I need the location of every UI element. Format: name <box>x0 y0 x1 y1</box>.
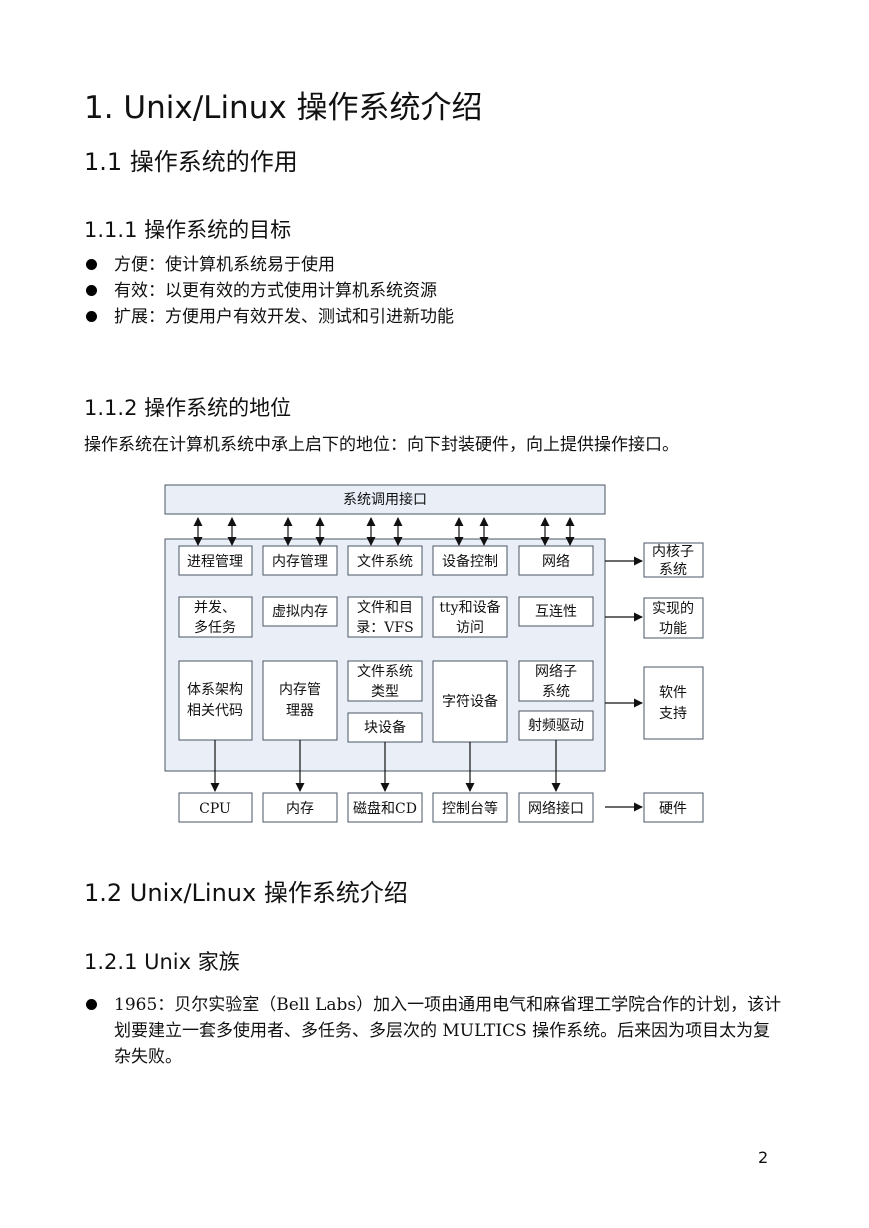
chapter-title: 1. Unix/Linux 操作系统介绍 <box>84 90 483 126</box>
label-virtual-memory: 虚拟内存 <box>272 604 328 620</box>
label-concurrency-2: 多任务 <box>194 619 236 636</box>
label-concurrency-1: 并发、 <box>194 600 236 616</box>
section-title-1-2: 1.2 Unix/Linux 操作系统介绍 <box>84 879 408 907</box>
label-block-device: 块设备 <box>364 719 406 736</box>
label-vfs-2: 录：VFS <box>356 620 413 636</box>
label-device-control: 设备控制 <box>442 553 498 570</box>
label-fs-types-1: 文件系统 <box>357 664 413 680</box>
label-net-subsystem-1: 网络子 <box>535 664 577 680</box>
box-virtual-memory <box>262 596 338 627</box>
label-console: 控制台等 <box>442 800 498 817</box>
subsection-title-1-2-1: 1.2.1 Unix 家族 <box>84 950 240 974</box>
syscall-arrows <box>193 517 575 546</box>
label-tty-2: 访问 <box>456 620 484 636</box>
box-memory-manager <box>262 660 338 741</box>
bullet-icon <box>86 285 97 296</box>
label-hardware: 硬件 <box>659 801 687 817</box>
box-connectivity <box>518 596 594 627</box>
box-console <box>432 792 508 823</box>
kernel-architecture-diagram: 系统调用接口 进程管理 内存管理 文件系统 设备控制 网络 并发、 多任务 虚拟… <box>164 484 704 823</box>
hardware-arrows <box>210 740 561 792</box>
label-char-device: 字符设备 <box>442 693 498 710</box>
subsection-title-1-1-1: 1.1.1 操作系统的目标 <box>84 218 292 242</box>
list-item: 有效：以更有效的方式使用计算机系统资源 <box>84 278 454 304</box>
subsection-title-1-1-2: 1.1.2 操作系统的地位 <box>84 396 292 420</box>
label-net-subsystem-2: 系统 <box>542 684 570 700</box>
label-software-support-2: 支持 <box>659 706 687 722</box>
label-arch-code-2: 相关代码 <box>187 703 243 719</box>
label-memory: 内存 <box>286 801 314 817</box>
label-kernel-subsystem-2: 系统 <box>659 562 687 578</box>
label-disk-cd: 磁盘和CD <box>353 800 417 817</box>
box-network <box>518 545 594 576</box>
box-implemented-function <box>643 597 704 639</box>
box-kernel-subsystem <box>643 542 704 578</box>
box-arch-code <box>178 660 253 741</box>
label-memory-manager-2: 理器 <box>286 703 314 719</box>
label-software-support-1: 软件 <box>659 685 687 701</box>
label-vfs-1: 文件和目 <box>357 600 413 616</box>
label-kernel-subsystem-1: 内核子 <box>652 544 694 560</box>
box-net-subsystem <box>518 660 594 702</box>
label-fs-types-2: 类型 <box>371 684 399 700</box>
label-tty-1: tty和设备 <box>439 599 500 616</box>
label-memory-manager-1: 内存管 <box>279 682 321 698</box>
list-item: 方便：使计算机系统易于使用 <box>84 252 454 278</box>
status-paragraph: 操作系统在计算机系统中承上启下的地位：向下封装硬件，向上提供操作接口。 <box>84 435 679 455</box>
box-file-system <box>347 545 423 576</box>
section-title-1-1: 1.1 操作系统的作用 <box>84 148 298 176</box>
syscall-interface-label: 系统调用接口 <box>343 491 427 508</box>
box-fs-types <box>347 660 423 702</box>
box-network-interface <box>518 792 594 823</box>
box-block-device <box>347 712 423 743</box>
box-process-management <box>178 545 253 576</box>
syscall-interface-bar <box>164 484 606 515</box>
goals-list: 方便：使计算机系统易于使用 有效：以更有效的方式使用计算机系统资源 扩展：方便用… <box>84 252 454 330</box>
box-concurrency <box>178 596 253 638</box>
label-rf-driver: 射频驱动 <box>528 718 584 734</box>
label-memory-management: 内存管理 <box>272 554 328 570</box>
box-cpu <box>178 792 253 823</box>
box-hardware <box>643 792 704 823</box>
unix-history-list: 1965：贝尔实验室（Bell Labs）加入一项由通用电气和麻省理工学院合作的… <box>84 992 784 1070</box>
page-number: 2 <box>758 1148 769 1167</box>
bullet-icon <box>86 259 97 270</box>
box-vfs <box>347 596 423 638</box>
label-cpu: CPU <box>199 801 231 817</box>
bullet-icon <box>86 999 97 1010</box>
label-file-system: 文件系统 <box>357 554 413 570</box>
box-memory-management <box>262 545 338 576</box>
list-item: 1965：贝尔实验室（Bell Labs）加入一项由通用电气和麻省理工学院合作的… <box>84 992 784 1070</box>
label-implemented-function-2: 功能 <box>659 621 687 637</box>
label-arch-code-1: 体系架构 <box>187 682 243 698</box>
bullet-icon <box>86 311 97 322</box>
box-memory <box>262 792 338 823</box>
label-connectivity: 互连性 <box>535 604 577 620</box>
box-disk-cd <box>347 792 423 823</box>
label-network: 网络 <box>542 554 570 570</box>
box-device-control <box>432 545 508 576</box>
label-network-interface: 网络接口 <box>528 800 584 817</box>
box-char-device <box>432 660 508 743</box>
box-software-support <box>643 666 704 740</box>
list-item: 扩展：方便用户有效开发、测试和引进新功能 <box>84 304 454 330</box>
right-arrows <box>605 556 643 812</box>
label-process-management: 进程管理 <box>187 554 243 570</box>
label-implemented-function-1: 实现的 <box>652 601 694 617</box>
box-tty <box>432 596 508 638</box>
